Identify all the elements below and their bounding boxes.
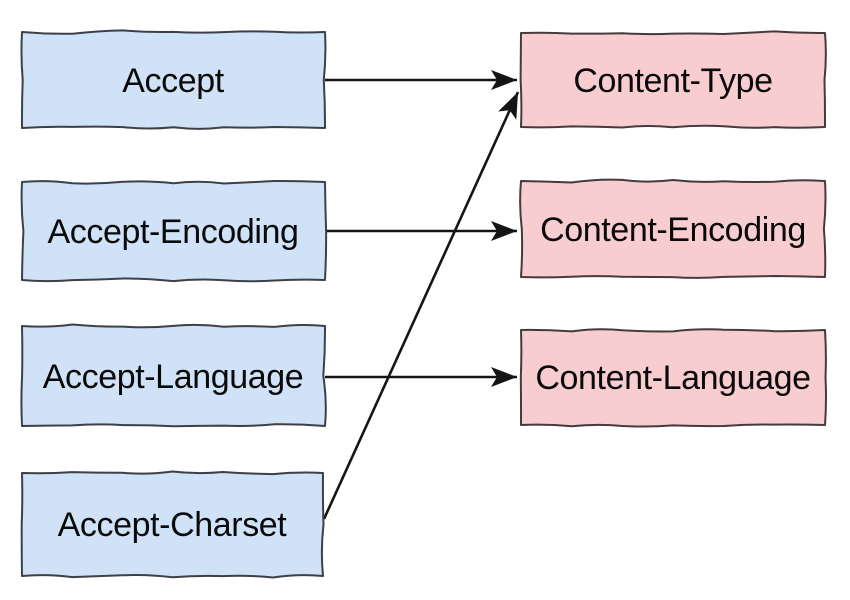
node-accept: Accept — [20, 29, 327, 130]
node-content-encoding-box — [519, 178, 827, 279]
node-content-encoding-label: Content-Encoding — [540, 211, 806, 249]
node-accept-encoding: Accept-Encoding — [20, 179, 328, 283]
node-accept-charset-label: Accept-Charset — [58, 506, 288, 544]
node-content-type-label: Content-Type — [573, 62, 772, 100]
node-accept-charset: Accept-Charset — [20, 470, 325, 579]
node-content-type: Content-Type — [519, 30, 827, 129]
node-content-encoding: Content-Encoding — [519, 178, 827, 279]
node-accept-language: Accept-Language — [20, 323, 327, 428]
edge-accept-charset-to-content-type — [322, 91, 520, 520]
node-content-type-box — [519, 30, 827, 129]
node-content-language: Content-Language — [519, 328, 827, 428]
node-accept-charset-box — [20, 470, 325, 579]
node-content-language-label: Content-Language — [535, 359, 810, 397]
node-accept-language-label: Accept-Language — [43, 358, 304, 396]
node-accept-box — [20, 29, 327, 130]
node-accept-encoding-label: Accept-Encoding — [47, 213, 298, 251]
edges-layer — [322, 70, 520, 520]
node-accept-encoding-box — [20, 179, 328, 283]
node-accept-language-box — [20, 323, 327, 428]
node-content-language-box — [519, 328, 827, 428]
node-accept-label: Accept — [122, 62, 224, 100]
